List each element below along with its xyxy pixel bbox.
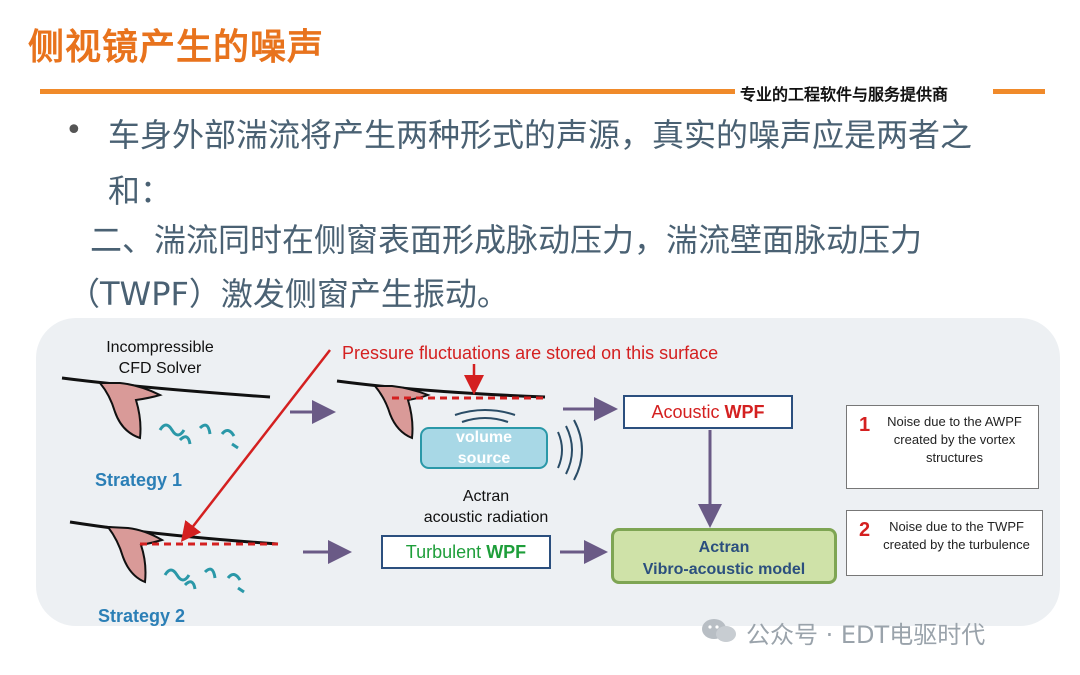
watermark-text: 公众号 · EDT电驱时代 [746, 621, 986, 649]
bullet-text-2: 二、湍流同时在侧窗表面形成脉动压力，湍流壁面脉动压力（TWPF）激发侧窗产生振动… [68, 221, 923, 313]
pressure-label: Pressure fluctuations are stored on this… [342, 343, 719, 363]
turbulent-wpf-box: Turbulent WPF [381, 535, 551, 569]
bullet-text-1: 车身外部湍流将产生两种形式的声源，真实的噪声应是两者之和： [108, 116, 973, 210]
vibro-acoustic-model-box: Actran Vibro-acoustic model [611, 528, 837, 584]
strategy-2-label: Strategy 2 [98, 606, 186, 626]
slide-title: 侧视镜产生的噪声 [28, 27, 325, 68]
bullet-icon: • [65, 113, 83, 148]
note-awpf: 1 Noise due to the AWPF created by the v… [846, 405, 1039, 489]
note-twpf: 2 Noise due to the TWPF created by the t… [846, 510, 1043, 576]
solver-label: Incompressible CFD Solver [106, 339, 214, 377]
wechat-icon [702, 619, 736, 642]
acoustic-wpf-box: Acoustic WPF [623, 395, 793, 429]
mirror-shape-3 [69, 520, 279, 594]
mirror-shape-2 [336, 379, 583, 481]
volume-source-label: volume source [455, 429, 512, 467]
note-text: Noise due to the TWPF created by the tur… [883, 519, 1030, 552]
note-number: 1 [859, 414, 871, 436]
company-tagline: 专业的工程软件与服务提供商 [740, 85, 949, 104]
red-diagonal-arrow [180, 349, 331, 542]
note-text: Noise due to the AWPF created by the vor… [887, 414, 1022, 465]
note-number: 2 [859, 519, 871, 541]
acoustic-radiation-label: Actran acoustic radiation [423, 488, 549, 526]
header-rule [40, 89, 1045, 94]
strategy-1-label: Strategy 1 [95, 470, 183, 490]
mirror-shape-1 [61, 376, 271, 450]
